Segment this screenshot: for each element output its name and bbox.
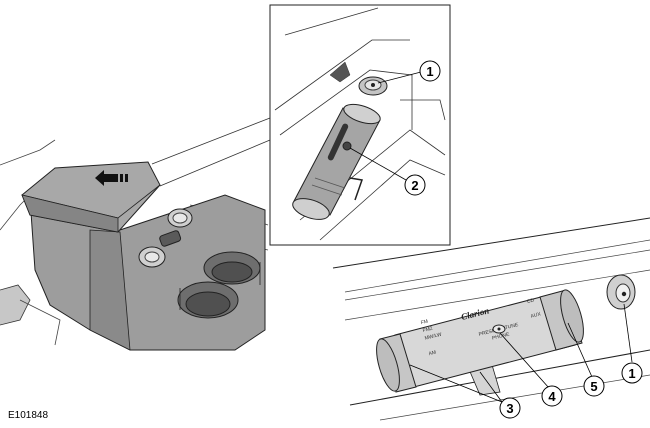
callout-circle-icon bbox=[621, 362, 643, 384]
callout-circle-icon bbox=[583, 375, 605, 397]
scale-label-left-2: FM2 bbox=[422, 326, 433, 334]
console-overview bbox=[0, 117, 271, 351]
detail-cylinder bbox=[292, 103, 381, 220]
detail-knob bbox=[358, 76, 388, 96]
callout-circle-icon bbox=[404, 174, 426, 196]
callout-circle-icon bbox=[541, 385, 563, 407]
middle-label-2: TUNE bbox=[504, 322, 519, 331]
center-toggle bbox=[492, 324, 506, 334]
scale-label-right-1: CD bbox=[526, 297, 535, 305]
callouts: 1 2 3 4 5 1 bbox=[349, 60, 643, 419]
console-knob-upper bbox=[167, 208, 193, 228]
scale-label-left-4: AM bbox=[428, 350, 437, 358]
callout-circle-icon bbox=[419, 60, 441, 82]
callout-bottom-5: 5 bbox=[590, 379, 597, 394]
scale-label-left-1: FM bbox=[420, 319, 428, 327]
callout-bottom-1: 1 bbox=[628, 366, 635, 381]
cupholders bbox=[177, 251, 261, 319]
console-knob-lower bbox=[138, 246, 166, 268]
scale-label-left-3: MW/LW bbox=[424, 332, 443, 342]
callout-bottom-3: 3 bbox=[506, 401, 513, 416]
scale-label-right-2: AUX bbox=[530, 311, 542, 319]
detail-box bbox=[269, 4, 451, 246]
right-knob bbox=[606, 274, 636, 310]
callout-top-2: 2 bbox=[411, 178, 418, 193]
figure-id: E101848 bbox=[8, 410, 49, 421]
callout-top-1: 1 bbox=[426, 64, 433, 79]
left-end-cap bbox=[376, 333, 417, 393]
middle-label-3: PHONE bbox=[491, 331, 510, 341]
callout-bottom-4: 4 bbox=[548, 389, 556, 404]
right-end-cap bbox=[539, 289, 584, 351]
middle-label-1: PRESET bbox=[478, 327, 499, 338]
callout-circle-icon bbox=[499, 397, 521, 419]
head-unit-panel: Clarion FM FM2 MW/LW AM CD AUX PRESET TU… bbox=[332, 217, 650, 421]
arrow-indicator-icon bbox=[95, 170, 128, 186]
